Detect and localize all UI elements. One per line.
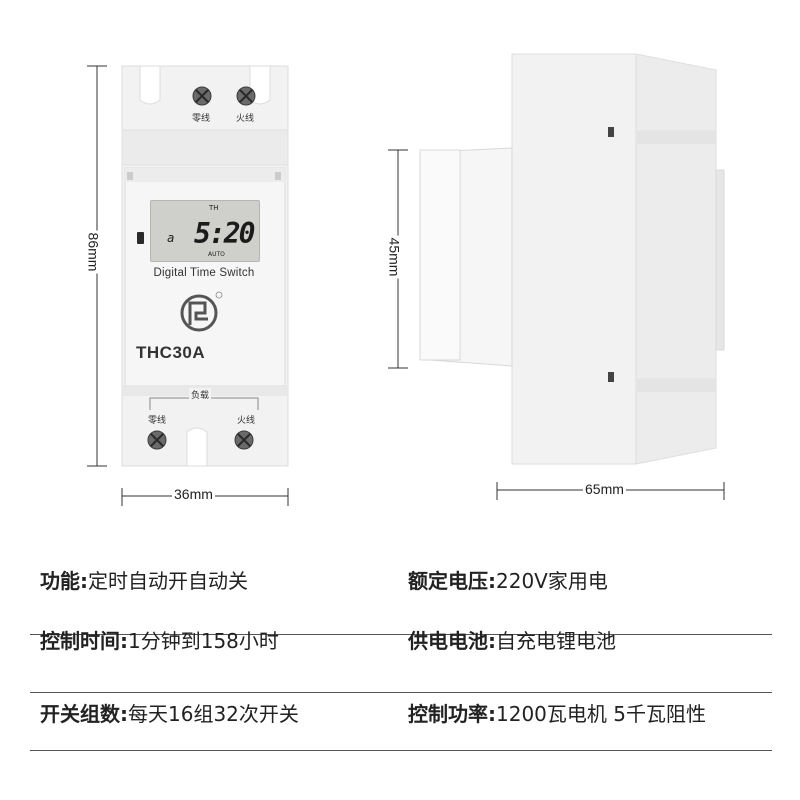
spec-key: 功能: [40,568,88,593]
terminal-neutral-bottom-label: 零线 [148,416,167,426]
spec-key: 控制功率: [408,701,496,726]
lcd-time: 5:20 [194,217,255,250]
spec-value: 1分钟到158小时 [128,628,279,653]
spec-key: 额定电压: [408,568,496,593]
spec-key: 供电电池: [408,628,496,653]
front-height-label: 86mm [85,230,102,274]
side-height-label: 45mm [386,235,403,279]
lcd-mode-label: AUTO [208,251,225,258]
screw-icon [147,430,167,450]
spec-item-function: 功能:定时自动开自动关 [40,550,248,608]
spec-row: 开关组数:每天16组32次开关 控制功率:1200瓦电机 5千瓦阻性 [40,683,785,741]
spec-item-control-time: 控制时间:1分钟到158小时 [40,610,279,668]
front-width-label: 36mm [172,486,215,502]
device-model: THC30A [136,343,206,362]
lcd-day-indicator: a [167,231,175,245]
spec-value: 每天16组32次开关 [128,701,299,726]
spec-row: 功能:定时自动开自动关 额定电压:220V家用电 [40,550,785,608]
spec-key: 开关组数: [40,701,128,726]
screw-icon [234,430,254,450]
spec-value: 自充电锂电池 [496,628,616,653]
spec-divider [30,692,772,693]
spec-item-switch-groups: 开关组数:每天16组32次开关 [40,683,299,741]
spec-item-power: 控制功率:1200瓦电机 5千瓦阻性 [408,683,706,741]
spec-item-battery: 供电电池:自充电锂电池 [408,610,616,668]
lcd-th-label: TH [209,204,219,212]
spec-divider [30,634,772,635]
screw-icon [192,86,212,106]
spec-value: 1200瓦电机 5千瓦阻性 [496,701,706,726]
load-label: 负载 [189,388,212,401]
device-brand-text: Digital Time Switch [153,267,255,279]
spec-item-voltage: 额定电压:220V家用电 [408,550,608,608]
lcd-display: TH a 5:20 AUTO [150,200,260,262]
spec-row: 控制时间:1分钟到158小时 供电电池:自充电锂电池 [40,610,785,668]
side-depth-label: 65mm [583,481,626,497]
spec-divider [30,750,772,751]
terminal-live-top-label: 火线 [236,114,255,124]
spec-value: 定时自动开自动关 [88,568,248,593]
spec-value: 220V家用电 [496,568,608,593]
spec-key: 控制时间: [40,628,128,653]
terminal-neutral-top-label: 零线 [192,114,211,124]
terminal-live-bottom-label: 火线 [237,416,256,426]
screw-icon [236,86,256,106]
